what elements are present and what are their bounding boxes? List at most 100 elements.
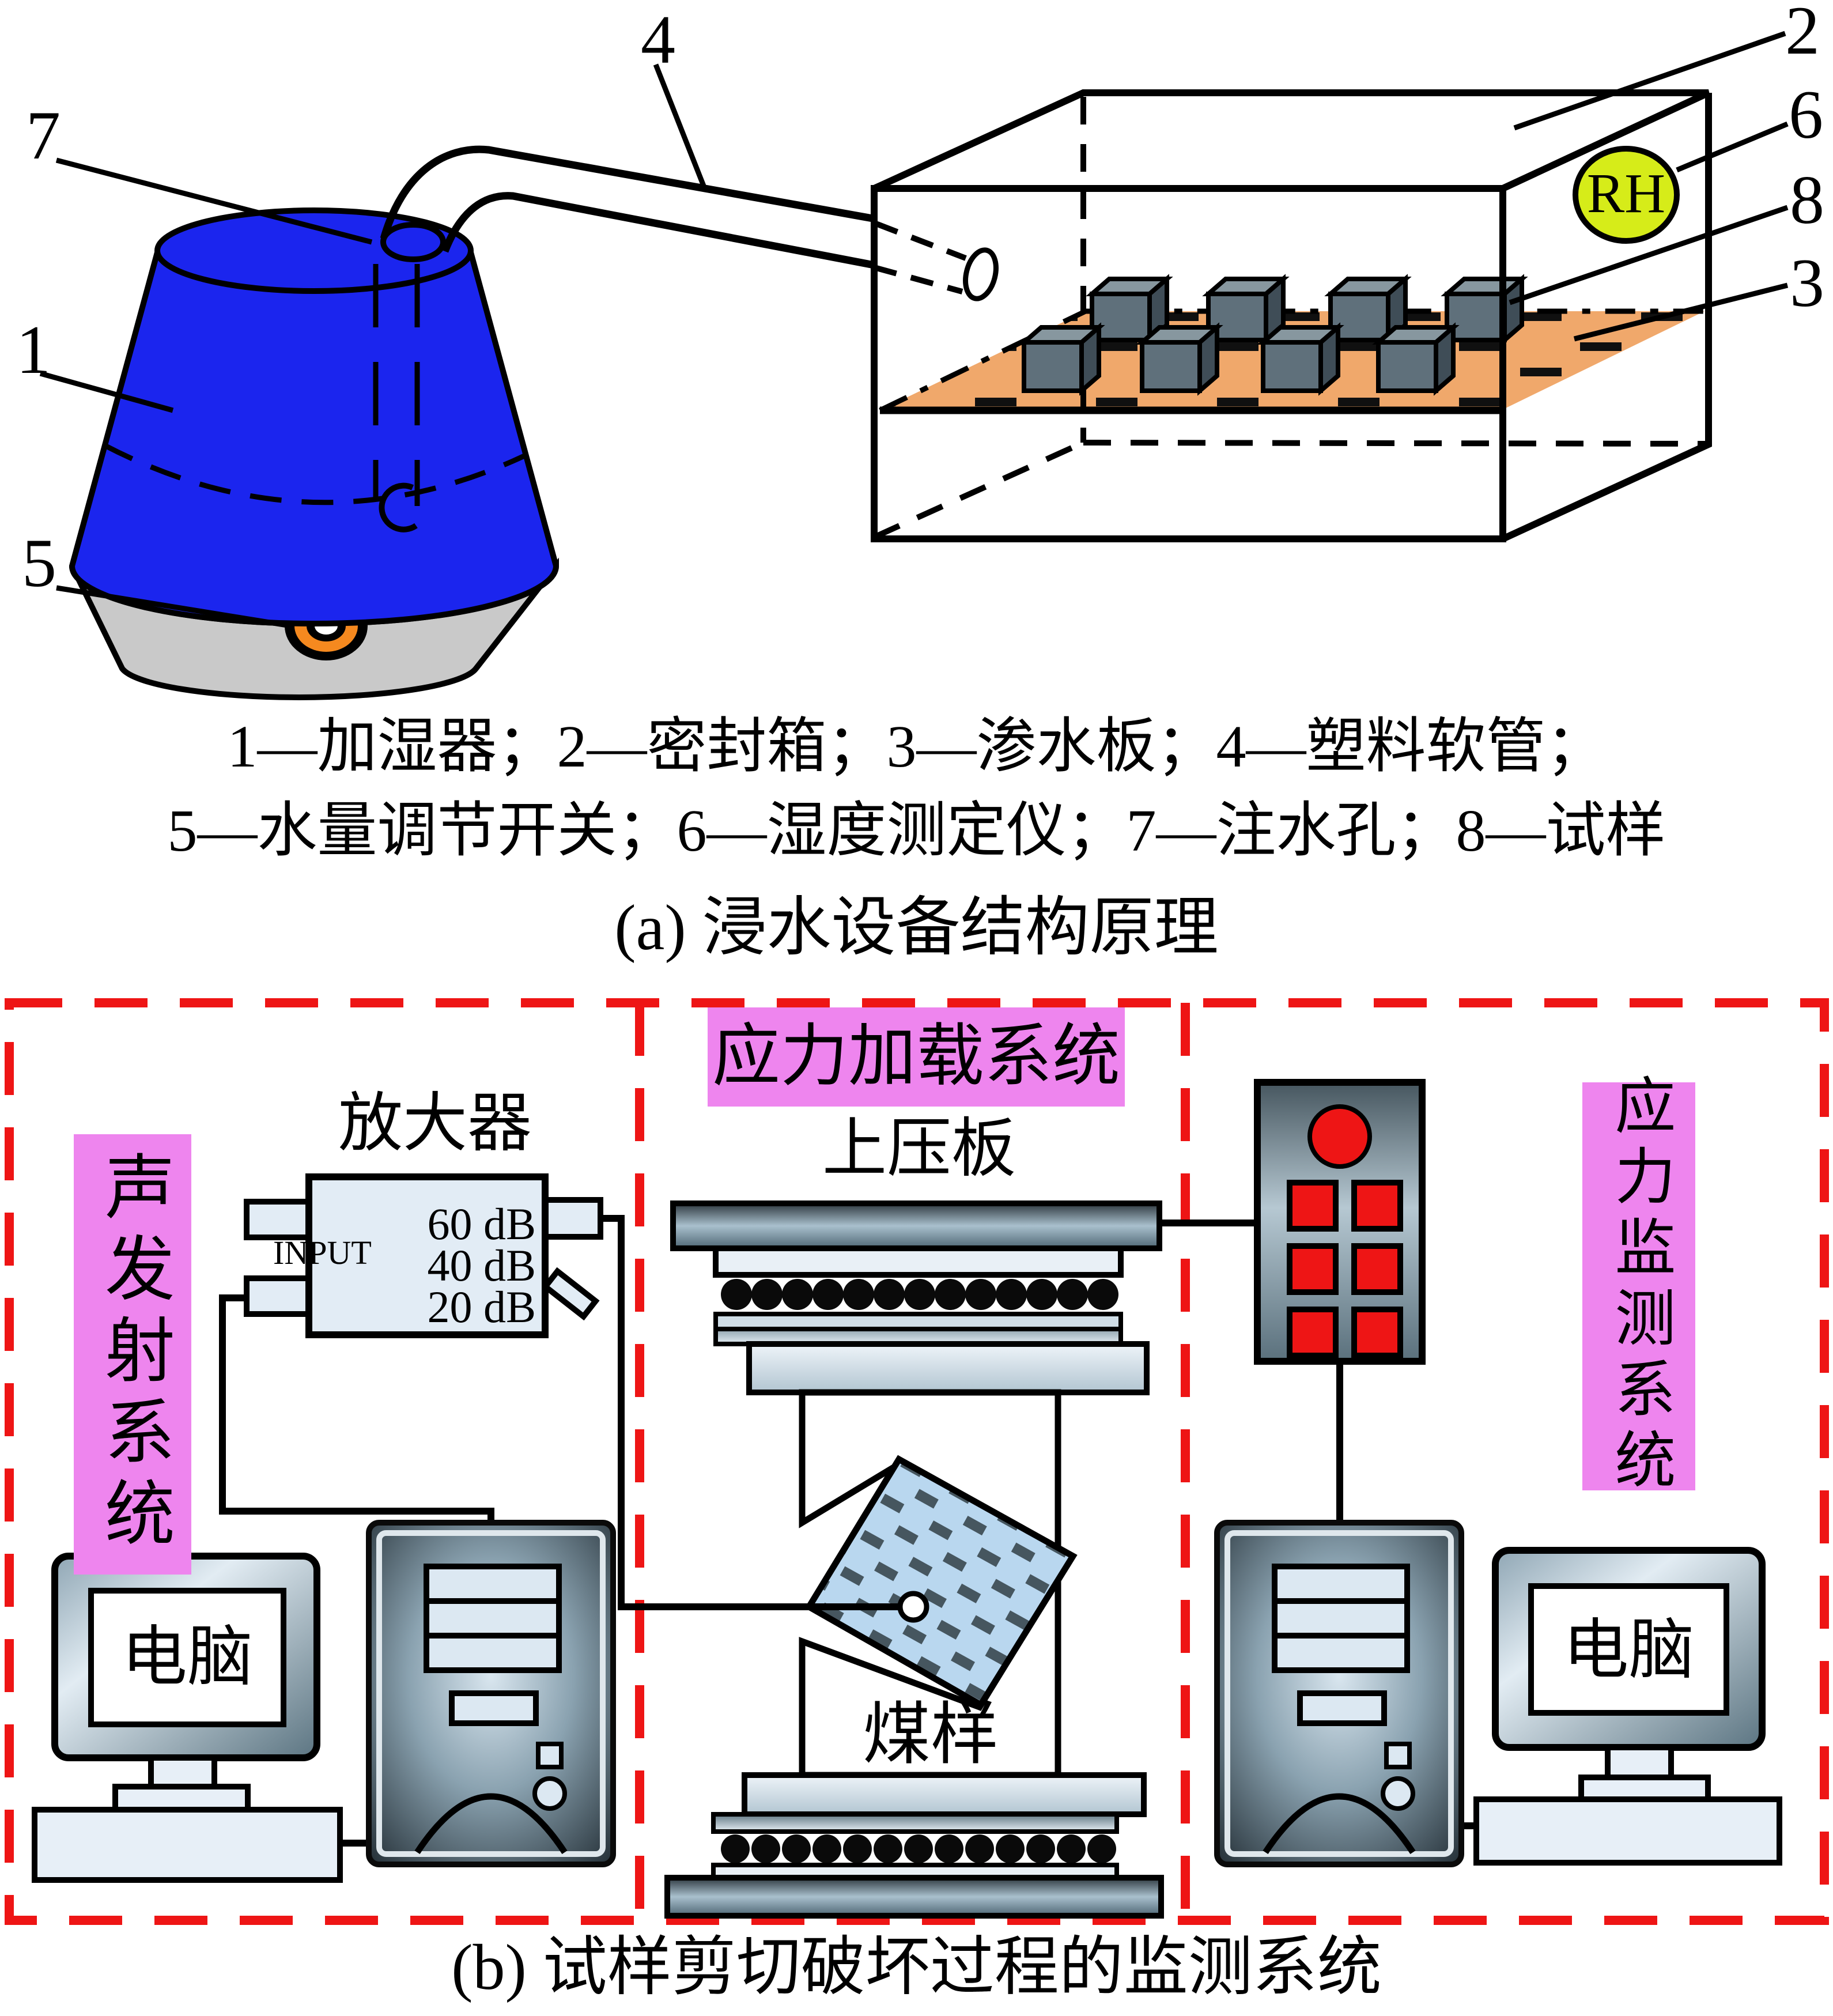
amp-knob[interactable] xyxy=(541,1267,600,1321)
right-computer-label: 电脑 xyxy=(1563,1614,1695,1687)
upper-platen-bar xyxy=(670,1200,1162,1251)
amp-gain-40: 40 dB xyxy=(427,1240,536,1290)
tube-outlet-ring xyxy=(963,247,999,301)
right-tower xyxy=(1214,1520,1464,1867)
control-red-button[interactable] xyxy=(1307,1104,1372,1169)
leader-1 xyxy=(39,371,174,413)
caption-part-b: (b) 试样剪切破坏过程的监测系统 xyxy=(451,1932,1382,2003)
power-button-square[interactable] xyxy=(1384,1742,1412,1769)
left-tower xyxy=(366,1520,616,1867)
left-computer xyxy=(32,1553,343,1883)
amplifier xyxy=(244,1173,603,1338)
leader-3 xyxy=(1573,282,1789,342)
power-button-round[interactable] xyxy=(532,1776,567,1811)
keyboard[interactable] xyxy=(1473,1796,1782,1866)
humidifier-tank xyxy=(69,250,560,626)
tower-arc xyxy=(414,1793,568,1855)
tower-slot xyxy=(449,1690,539,1726)
tube-hidden-lower xyxy=(873,265,963,295)
control-key[interactable] xyxy=(1351,1243,1403,1295)
amp-input-stub-top xyxy=(244,1199,313,1240)
water-level-line xyxy=(102,443,527,505)
section-b-red-frame xyxy=(5,998,1829,1925)
lower-platen-bar xyxy=(664,1875,1164,1919)
callout-7: 7 xyxy=(26,97,61,173)
coal-sample-label: 煤样 xyxy=(862,1697,999,1773)
legend-line-1: 1—加湿器；2—密封箱；3—渗水板；4—塑料软管； xyxy=(227,713,1606,780)
amplifier-title: 放大器 xyxy=(338,1088,532,1160)
callout-2: 2 xyxy=(1785,0,1820,69)
monitor-neck xyxy=(1605,1745,1674,1780)
amp-body xyxy=(305,1173,549,1338)
rh-meter-label: RH xyxy=(1586,163,1666,225)
coal-specimen xyxy=(804,1455,1078,1709)
leader-4 xyxy=(653,63,708,191)
right-computer xyxy=(1473,1547,1782,1866)
upper-spacer-plate xyxy=(713,1245,1124,1278)
tube-upper-line xyxy=(380,145,877,240)
callout-leaders xyxy=(39,31,1789,629)
rh-meter-circle xyxy=(1573,146,1680,244)
wires xyxy=(219,1220,1476,1847)
drive-bay xyxy=(424,1598,562,1639)
load-control-box xyxy=(1254,1079,1426,1365)
tower-slot xyxy=(1297,1690,1387,1726)
keyboard[interactable] xyxy=(32,1807,343,1883)
monitor-screen xyxy=(1528,1583,1729,1716)
upper-seat-plate xyxy=(746,1341,1150,1395)
callout-3: 3 xyxy=(1790,244,1824,321)
lower-thin-strip xyxy=(711,1812,1119,1834)
tube-hidden-upper xyxy=(875,221,967,261)
callout-1: 1 xyxy=(16,311,51,388)
control-key[interactable] xyxy=(1287,1307,1339,1358)
sample-cube xyxy=(1136,322,1223,396)
control-key[interactable] xyxy=(1351,1180,1403,1232)
monitor-base xyxy=(112,1784,251,1813)
callout-8: 8 xyxy=(1790,161,1824,238)
power-button-square[interactable] xyxy=(536,1742,564,1769)
callout-6: 6 xyxy=(1789,76,1823,153)
wire-amp-to-sensor xyxy=(600,1215,901,1610)
press-lower-stack xyxy=(664,1772,1164,1919)
amp-gain-20: 20 dB xyxy=(427,1282,536,1332)
legend-line-2: 5—水量调节开关；6—湿度测定仪；7—注水孔；8—试样 xyxy=(167,798,1666,864)
caption-part-a: (a) 浸水设备结构原理 xyxy=(614,892,1219,964)
callout-4: 4 xyxy=(641,1,675,78)
leader-5 xyxy=(56,585,292,629)
control-key[interactable] xyxy=(1287,1243,1339,1295)
callout-5: 5 xyxy=(22,524,56,601)
ae-sensor xyxy=(897,1591,929,1623)
sample-cube xyxy=(1018,322,1105,396)
roller-row-bottom xyxy=(721,1834,1116,1863)
control-key[interactable] xyxy=(1351,1307,1403,1358)
monitor-base xyxy=(1578,1775,1711,1802)
injection-hole xyxy=(380,222,446,262)
left-computer-label: 电脑 xyxy=(121,1621,253,1694)
monitor-screen xyxy=(88,1588,286,1727)
control-key[interactable] xyxy=(1287,1180,1339,1232)
amp-gain-60: 60 dB xyxy=(427,1199,536,1249)
wire-amp-to-tower xyxy=(219,1294,494,1525)
power-button-round[interactable] xyxy=(1381,1776,1415,1811)
stress-monitoring-label: 应力监测系统 xyxy=(1582,1074,1695,1499)
upper-platen-label: 上压板 xyxy=(822,1113,1016,1185)
leader-2 xyxy=(1513,31,1786,131)
drive-bay xyxy=(424,1564,562,1604)
leader-8 xyxy=(1509,205,1789,305)
sample-cube xyxy=(1441,274,1528,345)
leader-7 xyxy=(55,157,373,245)
sample-cube xyxy=(1372,322,1460,396)
amp-input-stub-bottom xyxy=(244,1275,313,1317)
leader-6 xyxy=(1676,121,1789,173)
drive-bay xyxy=(1272,1564,1410,1604)
plastic-tube xyxy=(380,145,999,301)
sample-cubes xyxy=(1018,274,1528,396)
humidifier xyxy=(69,207,560,700)
sealed-box xyxy=(871,89,1712,542)
sample-cube xyxy=(1202,274,1290,345)
ae-system-label: 声发射系统 xyxy=(74,1134,191,1575)
tower-arc xyxy=(1263,1793,1416,1855)
tube-lower-line xyxy=(441,192,875,269)
